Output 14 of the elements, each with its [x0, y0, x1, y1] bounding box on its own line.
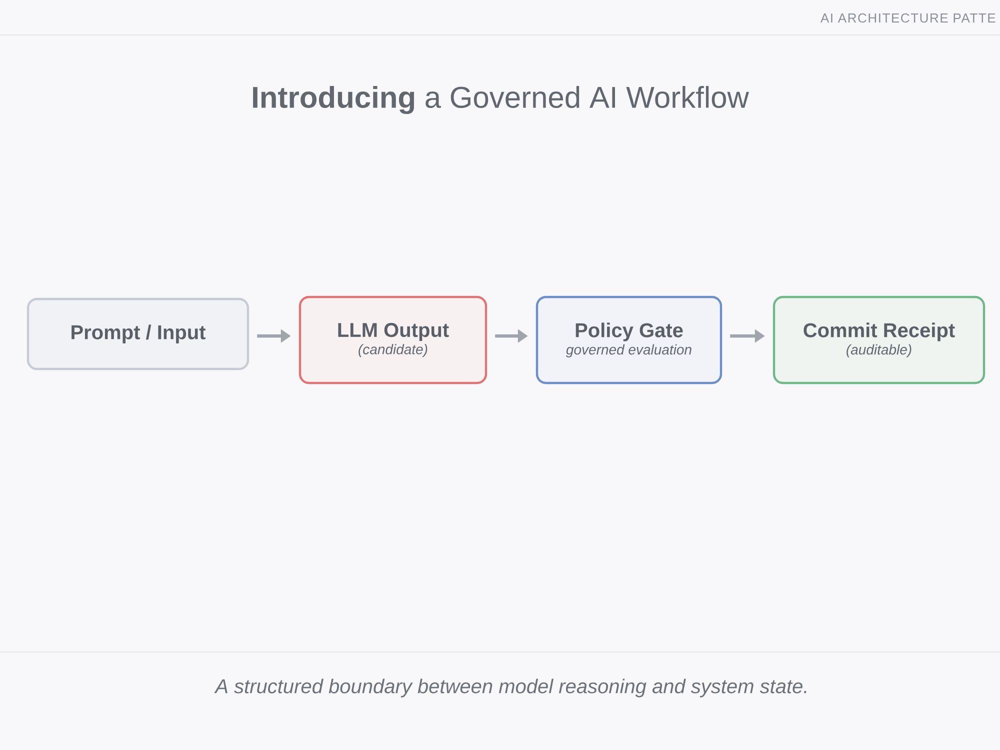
title: Introducing a Governed AI Workflow: [253, 86, 750, 114]
box-subtitle: (auditable): [846, 344, 912, 358]
process-box: [26, 298, 250, 370]
header-text: AI ARCHITECTURE PATTE: [820, 13, 996, 23]
box-heading: Policy Gate: [576, 322, 683, 342]
box-heading: Prompt / Input: [72, 324, 206, 344]
caption: A structured boundary between model reasoning and system state.: [214, 678, 806, 698]
box-subtitle: (candidate): [358, 344, 428, 358]
box-subtitle: governed evaluation: [566, 344, 692, 358]
process-box: [772, 296, 986, 384]
box-heading: Commit Receipt: [804, 322, 955, 342]
process-box: [298, 296, 488, 384]
process-box: [536, 296, 722, 384]
box-heading: LLM Output: [338, 322, 449, 342]
